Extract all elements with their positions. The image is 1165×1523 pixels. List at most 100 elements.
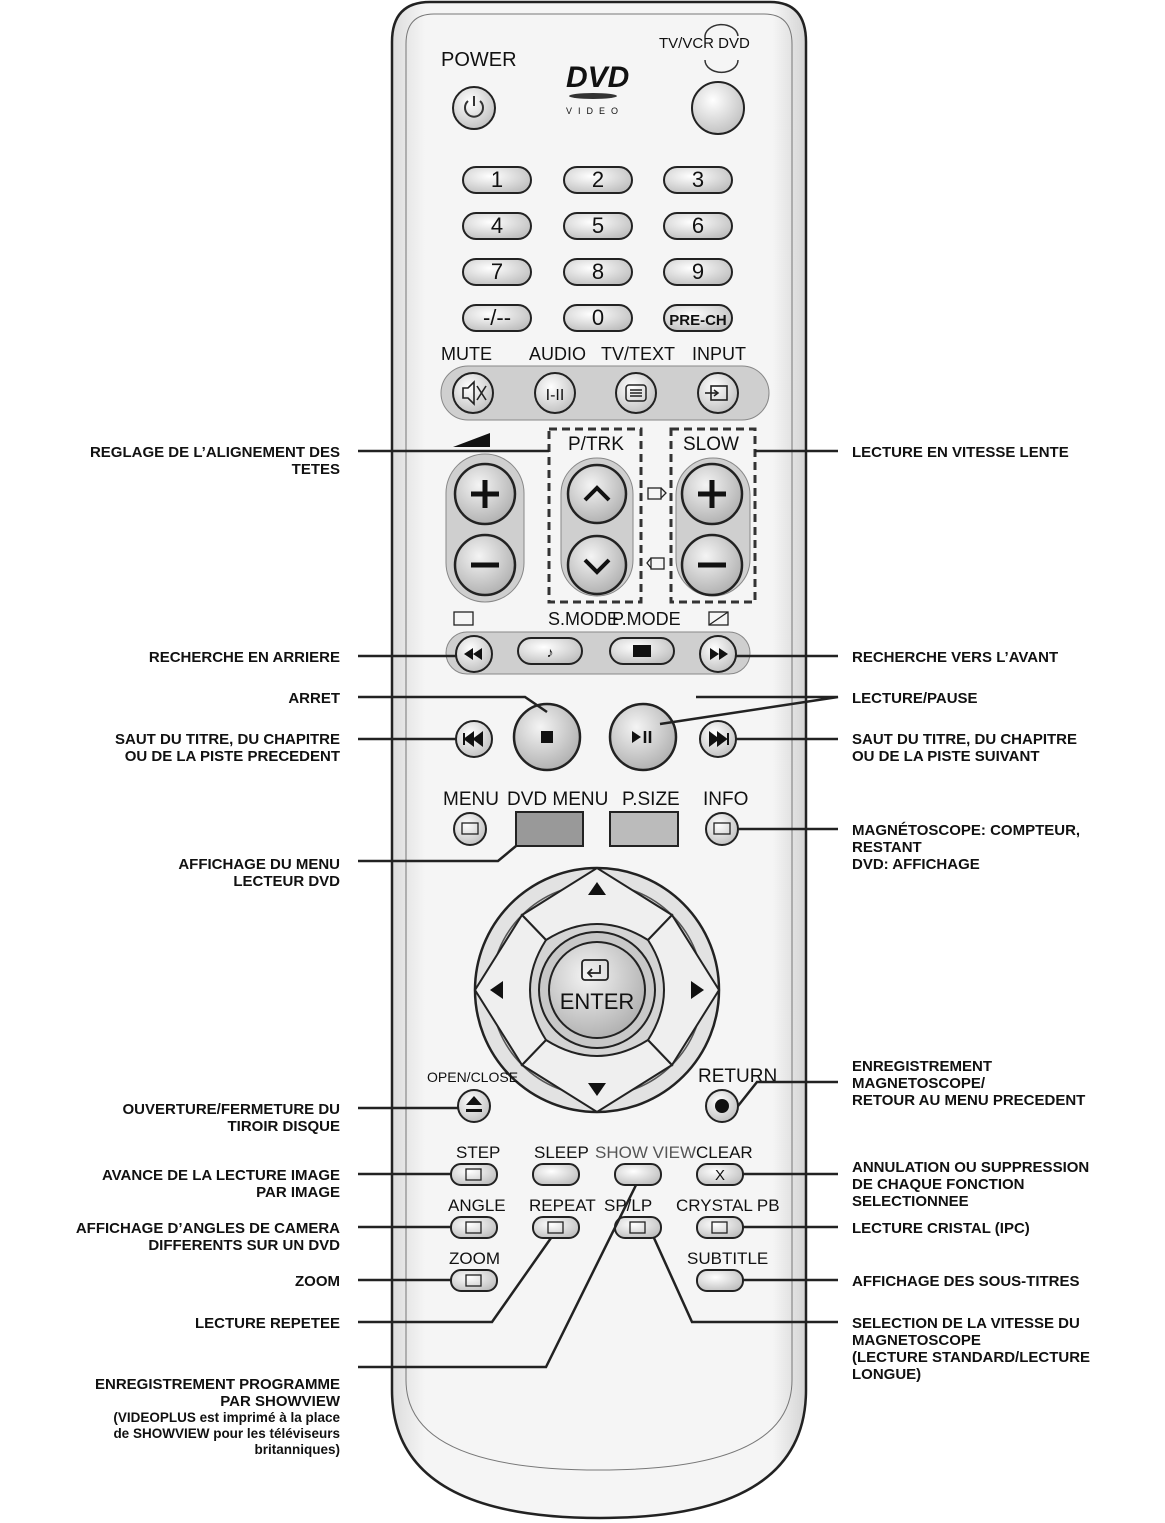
dvd-menu-button[interactable] bbox=[515, 811, 584, 847]
callout-showview-title: ENREGISTREMENT PROGRAMME PAR SHOWVIEW bbox=[94, 1376, 340, 1410]
tv-vcr-dvd-button[interactable] bbox=[691, 81, 745, 135]
key-label: 8 bbox=[592, 259, 604, 284]
play-pause-icon bbox=[632, 731, 641, 743]
dvd-menu-label: DVD MENU bbox=[507, 789, 608, 810]
callout-stop: ARRET bbox=[288, 690, 340, 707]
dpad-right-button[interactable] bbox=[646, 913, 721, 1067]
zoom-button[interactable] bbox=[450, 1269, 498, 1292]
ptrk-down-button[interactable] bbox=[566, 534, 628, 596]
toggle-arrows-icon bbox=[704, 23, 739, 74]
menu-label: MENU bbox=[443, 789, 499, 810]
s-mode-label: S.MODE bbox=[548, 609, 619, 629]
chevron-up-icon bbox=[583, 485, 611, 502]
step-button[interactable] bbox=[450, 1163, 498, 1186]
audio-glyph: I-II bbox=[546, 387, 565, 404]
remote-inner-outline bbox=[405, 13, 793, 1471]
clear-label: CLEAR bbox=[696, 1143, 753, 1162]
callout-showview-note: (VIDEOPLUS est imprimé à la place de SHO… bbox=[113, 1410, 340, 1457]
show-view-button[interactable] bbox=[614, 1163, 662, 1186]
key-dash-button[interactable] bbox=[462, 304, 532, 332]
return-label: RETURN bbox=[698, 1066, 777, 1087]
audio-label: AUDIO bbox=[529, 344, 586, 364]
key-3-button[interactable] bbox=[663, 166, 733, 194]
callout-dvd-menu: AFFICHAGE DU MENU LECTEUR DVD bbox=[178, 856, 340, 890]
callout-play-pause: LECTURE/PAUSE bbox=[852, 690, 978, 707]
callout-subtitle: AFFICHAGE DES SOUS-TITRES bbox=[852, 1273, 1080, 1290]
key-0-button[interactable] bbox=[563, 304, 633, 332]
key-4-button[interactable] bbox=[462, 212, 532, 240]
arrow-left-icon bbox=[490, 981, 503, 999]
key-6-button[interactable] bbox=[663, 212, 733, 240]
key-label: 6 bbox=[692, 213, 704, 238]
key-7-button[interactable] bbox=[462, 258, 532, 286]
sp-lp-button[interactable] bbox=[614, 1216, 662, 1239]
callout-showview: ENREGISTREMENT PROGRAMME PAR SHOWVIEW (V… bbox=[95, 1359, 340, 1475]
dvd-logo-disc bbox=[569, 93, 617, 99]
tv-text-label: TV/TEXT bbox=[601, 344, 675, 364]
info-icon bbox=[713, 822, 731, 835]
key-label: 4 bbox=[491, 213, 503, 238]
repeat-label: REPEAT bbox=[529, 1196, 596, 1215]
callout-skip-next: SAUT DU TITRE, DU CHAPITRE OU DE LA PIST… bbox=[852, 731, 1077, 765]
info-button[interactable] bbox=[705, 812, 739, 846]
subtitle-button[interactable] bbox=[696, 1269, 744, 1292]
callout-crystal-pb: LECTURE CRISTAL (IPC) bbox=[852, 1220, 1030, 1237]
clear-glyph: X bbox=[715, 1167, 725, 1184]
ptrk-up-button[interactable] bbox=[566, 463, 628, 525]
angle-label: ANGLE bbox=[448, 1196, 506, 1215]
mute-icon bbox=[462, 380, 487, 406]
key-2-button[interactable] bbox=[563, 166, 633, 194]
callout-info: MAGNÉTOSCOPE: COMPTEUR, RESTANT DVD: AFF… bbox=[852, 822, 1081, 873]
key-5-button[interactable] bbox=[563, 212, 633, 240]
key-label: 1 bbox=[491, 167, 503, 192]
text-mix-icon bbox=[708, 611, 729, 626]
sleep-button[interactable] bbox=[532, 1163, 580, 1186]
s-mode-button[interactable] bbox=[517, 637, 583, 665]
sp-lp-label: SP/LP bbox=[604, 1196, 652, 1215]
power-button[interactable] bbox=[452, 86, 496, 130]
arrow-down-icon bbox=[588, 1083, 606, 1096]
enter-button[interactable] bbox=[548, 941, 646, 1039]
key-label: PRE-CH bbox=[669, 312, 727, 329]
callout-fast-forward: RECHERCHE VERS L’AVANT bbox=[852, 649, 1059, 666]
info-label: INFO bbox=[703, 789, 748, 810]
key-1-button[interactable] bbox=[462, 166, 532, 194]
enter-label: ENTER bbox=[560, 989, 635, 1014]
dpad-left-button[interactable] bbox=[473, 913, 548, 1067]
arrow-up-icon bbox=[588, 882, 606, 895]
picture-mode-icon bbox=[633, 645, 651, 657]
callout-step: AVANCE DE LA LECTURE IMAGE PAR IMAGE bbox=[101, 1167, 340, 1201]
chevron-down-icon bbox=[583, 558, 611, 575]
repeat-button[interactable] bbox=[532, 1216, 580, 1239]
key-label: -/-- bbox=[483, 305, 511, 330]
text-page-icon bbox=[647, 487, 667, 500]
callout-open-close: OUVERTURE/FERMETURE DU TIROIR DISQUE bbox=[122, 1101, 340, 1135]
menu-button[interactable] bbox=[453, 812, 487, 846]
callout-angle: AFFICHAGE D’ANGLES DE CAMERA DIFFERENTS … bbox=[75, 1220, 340, 1254]
audio-button[interactable] bbox=[534, 372, 576, 414]
mute-label: MUTE bbox=[441, 344, 492, 364]
zoom-icon bbox=[465, 1274, 482, 1287]
power-icon bbox=[464, 96, 484, 118]
mute-button[interactable] bbox=[452, 372, 494, 414]
key-label: 3 bbox=[692, 167, 704, 192]
angle-button[interactable] bbox=[450, 1216, 498, 1239]
key-label: 2 bbox=[592, 167, 604, 192]
key-pre-ch-button[interactable] bbox=[663, 304, 733, 332]
step-icon bbox=[465, 1168, 482, 1181]
callout-return: ENREGISTREMENT MAGNETOSCOPE/ RETOUR AU M… bbox=[852, 1058, 1086, 1109]
crystal-pb-button[interactable] bbox=[696, 1216, 744, 1239]
play-pause-button[interactable] bbox=[608, 702, 678, 772]
ptrk-dashed-box bbox=[547, 427, 643, 604]
key-label: 0 bbox=[592, 305, 604, 330]
text-info-icon bbox=[453, 611, 474, 626]
ptrk-label: P/TRK bbox=[568, 434, 624, 455]
open-close-button[interactable] bbox=[457, 1089, 491, 1123]
key-9-button[interactable] bbox=[663, 258, 733, 286]
callout-slow: LECTURE EN VITESSE LENTE bbox=[852, 444, 1069, 461]
callout-head-alignment: REGLAGE DE L’ALIGNEMENT DES TETES bbox=[89, 444, 340, 478]
p-size-button[interactable] bbox=[609, 811, 679, 847]
dvd-logo-video: VIDEO bbox=[566, 106, 624, 116]
key-8-button[interactable] bbox=[563, 258, 633, 286]
input-label: INPUT bbox=[692, 344, 746, 364]
